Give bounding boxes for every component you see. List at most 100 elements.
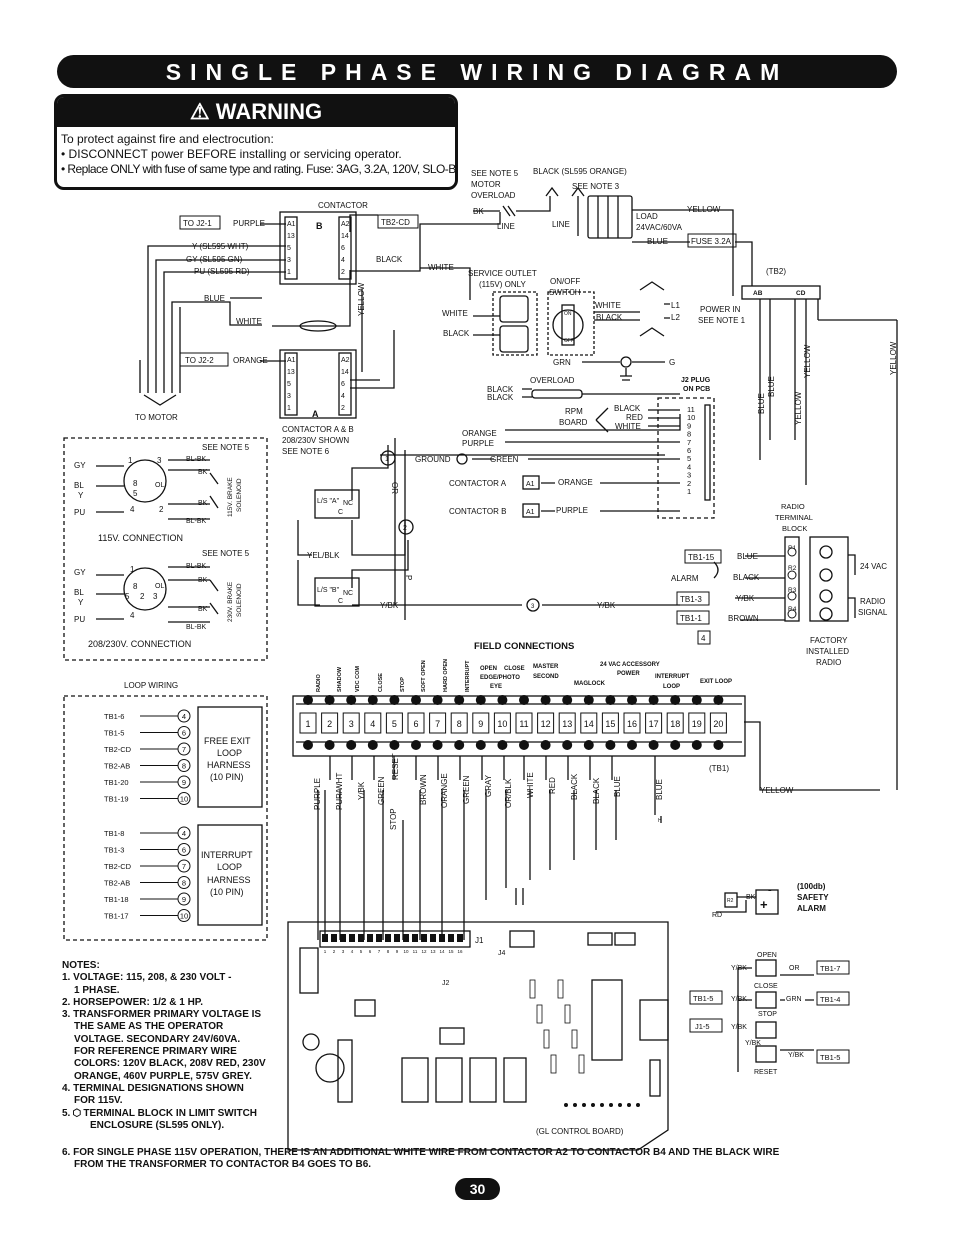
board-dot [636,1103,640,1107]
free-loop-l3: HARNESS [207,760,251,770]
ol-115: OL [155,482,164,489]
tb1-terminal-box [688,712,706,734]
field-top-label: RADIO [316,674,322,692]
tb1-screw-bottom [648,740,659,750]
interrupt-loop-pin-circle [177,826,191,840]
board-label: BOARD [559,418,588,427]
warning-intro: To protect against fire and electrocutio… [61,132,274,146]
n-4-115: 4 [130,505,135,514]
exit-loop-label: EXIT LOOP [700,679,732,685]
green-mid-label: GREEN [490,455,519,464]
free-loop-tb-label: TB1-19 [104,795,129,804]
n-5-230: 5 [125,592,130,601]
tb1-screw-bottom [713,740,724,750]
bk-115-2: BK [198,500,208,507]
blbk-230-2: BL-BK [186,624,207,631]
or-label: OR [390,482,399,494]
tb1-screw-top [432,695,443,705]
tb1-terminal-number: 13 [562,719,572,729]
on-off-label: ON/OFF [550,277,580,286]
black-sl595-label: BLACK (SL595 ORANGE) [533,167,627,176]
tb1-screw-bottom [303,740,313,750]
note-3c: VOLTAGE. SECONDARY 24V/60VA. [74,1033,241,1045]
field-wire-label: Y/BK [357,781,366,800]
orange-mid-label: ORANGE [462,429,497,438]
free-loop-tb-label: TB2-AB [104,762,130,771]
radio-signal-label-1: RADIO [860,597,885,606]
open-edge-1: OPEN [480,666,497,672]
interrupt-loop-pin-circle [177,859,191,873]
see-note-3-label: SEE NOTE 3 [572,182,620,191]
j1-pin [412,934,418,942]
warning-header: ⚠ WARNING [57,97,455,127]
j1-pin-number: 8 [387,949,390,954]
contactor-left-term: 3 [287,393,291,400]
warning-heading: WARNING [215,99,323,124]
l1-label: L1 [671,301,680,310]
tb1-7-label: TB1-7 [820,964,840,973]
blue-vertical-label-2: BLUE [757,393,766,414]
j2-label: J2 [442,980,450,987]
blue-label: BLUE [204,294,225,303]
field-wire-label: BLUE [655,779,664,800]
n-3-230: 3 [153,592,158,601]
tb1-terminal-number: 9 [478,719,483,729]
nc-b-label: NC [343,590,353,597]
tb1-terminal-box [385,712,403,734]
ls-b-label: L/S "B" [317,587,340,594]
r4-label: R4 [788,606,797,613]
ybk-limit-label-1: Y/BK [380,601,399,610]
field-wire-label: BLUE [613,776,622,797]
acc-label-2: POWER [617,671,640,677]
tb1-terminal-number: 18 [670,719,680,729]
tb1-screw-bottom [583,740,594,750]
tb1-screw-bottom [324,740,335,750]
tb1-screw-top [497,695,508,705]
note-5b: TERMINAL BLOCK IN LIMIT SWITCH [83,1107,258,1119]
board-dot [582,1103,586,1107]
interrupt-loop-tb-label: TB2-AB [104,879,130,888]
j1-pin-number: 11 [413,949,418,954]
tb1-terminal-box [601,712,619,734]
j2-pin-label: 11 [687,405,695,414]
n-4-230: 4 [130,611,135,620]
ls-a-label: L/S "A" [317,498,340,505]
field-wire-label: WHITE [526,772,535,798]
board-component [564,1004,571,1024]
tb1-screw-top [562,695,573,705]
contactor-left-term: A1 [287,221,296,228]
r3-label: R3 [788,587,797,594]
tb1-1-label: TB1-1 [680,614,702,623]
j1-pin-number: 2 [333,949,336,954]
blue-top-label: BLUE [647,237,668,246]
tb1-screw-top [324,695,335,705]
j1-pin-number: 6 [369,949,372,954]
contactor-note-line3: SEE NOTE 6 [282,447,330,456]
or-btn-label: OR [789,965,800,972]
tb1-screw-top [583,695,594,705]
c-b-label: C [338,598,343,605]
tb1-5-btn-label: TB1-5 [693,994,713,1003]
field-top-label: SHADOW [337,666,343,692]
blbk-115-2: BL-BK [186,518,207,525]
nc-a-label: NC [343,500,353,507]
j1-pin [439,934,445,942]
interrupt-loop-tb-label: TB1-3 [104,846,124,855]
off-label: OFF [564,338,574,344]
int-label-2: LOOP [663,684,680,690]
white-label: WHITE [236,317,262,326]
interrupt-loop-tb-label: TB1-8 [104,829,124,838]
note-6a: 6. FOR SINGLE PHASE 115V OPERATION, THER… [62,1147,780,1158]
solenoid-230: SOLENOID [236,583,243,617]
free-loop-pin-number: 8 [182,762,186,771]
tb1-terminal-box [450,712,468,734]
j1-pin-number: 16 [457,949,463,954]
tb1-screw-bottom [540,740,551,750]
tb1-terminal-number: 8 [457,719,462,729]
free-loop-pin-circle [177,709,191,723]
circle-3-label: 3 [531,604,535,610]
ybk-limit-label-2: Y/BK [597,601,616,610]
tb1-terminal-box [666,712,684,734]
contactor-right-term: 4 [341,393,345,400]
see-note-5-115: SEE NOTE 5 [202,443,250,452]
